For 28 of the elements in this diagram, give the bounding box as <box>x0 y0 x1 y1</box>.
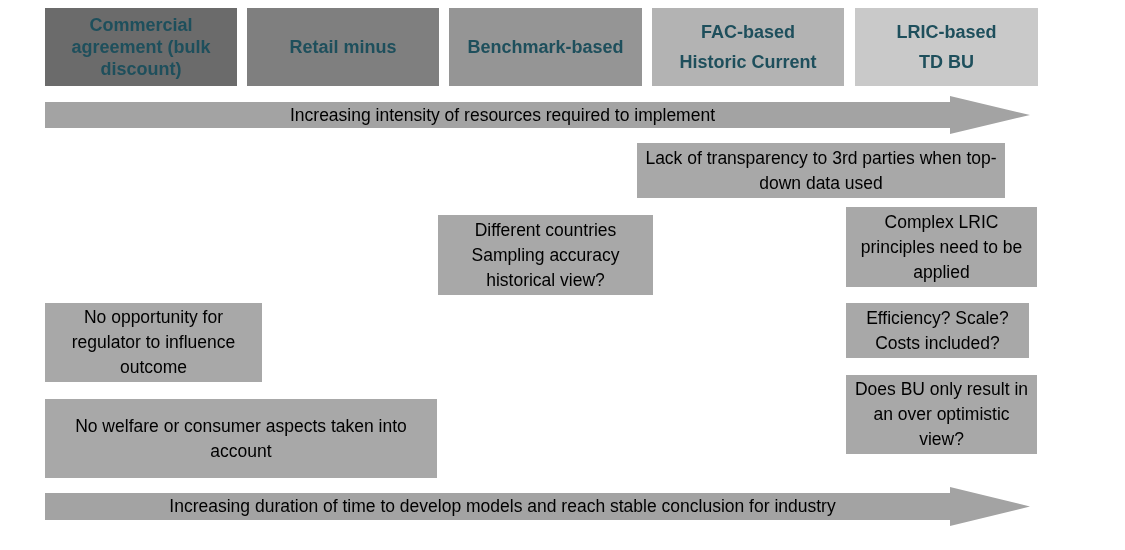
arrow-banner <box>45 96 1030 134</box>
note-box <box>45 303 262 382</box>
note-box <box>846 303 1029 358</box>
header-text: TD BU <box>919 51 974 73</box>
header-text: LRIC-based <box>896 21 997 43</box>
arrow-text: Increasing intensity of resources required to implement <box>289 104 716 126</box>
note-box <box>846 207 1037 287</box>
note-text: No opportunity for regulator to influence outcome <box>70 306 237 379</box>
note-text: Does BU only result in an over optimistic view? <box>853 378 1030 451</box>
header-text: Benchmark-based <box>467 36 624 58</box>
column-header <box>449 8 642 86</box>
note-text: No welfare or consumer aspects taken into account <box>74 414 408 463</box>
column-header <box>855 8 1038 86</box>
note-box <box>45 399 437 478</box>
arrow-banner <box>45 487 1030 526</box>
note-text: Efficiency? Scale? Costs included? <box>865 306 1010 355</box>
header-text: Retail minus <box>289 36 397 58</box>
note-box <box>438 215 653 295</box>
column-header <box>45 8 237 86</box>
header-text: FAC-based <box>701 21 795 43</box>
arrow-text: Increasing duration of time to develop models and reach stable conclusion for industry <box>169 496 836 517</box>
note-text: Complex LRIC principles need to be applied <box>859 210 1024 284</box>
column-header <box>652 8 844 86</box>
header-text: Commercial agreement (bulk discount) <box>70 14 212 80</box>
header-text: Historic Current <box>679 51 817 73</box>
column-header <box>247 8 439 86</box>
note-text: Lack of transparency to 3rd parties when top-down data used <box>644 146 998 195</box>
note-text: Different countries Sampling accuracy historical view? <box>470 218 621 292</box>
